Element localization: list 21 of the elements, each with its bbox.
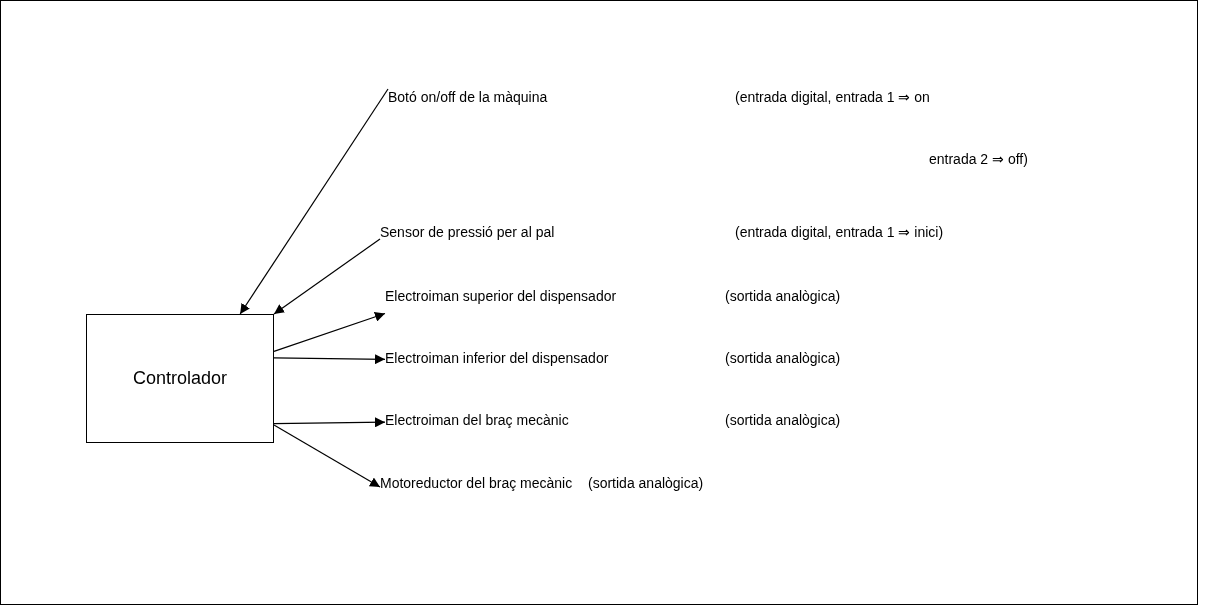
arrow	[273, 417, 386, 428]
signal-description: (sortida analògica)	[588, 475, 704, 492]
component-label: Motoreductor del braç mecànic	[380, 475, 573, 492]
signal-description: (sortida analògica)	[725, 288, 841, 305]
signal-description: (entrada digital, entrada 1 ⇒ inici)	[735, 224, 944, 241]
component-label: Sensor de pressió per al pal	[380, 224, 555, 241]
component-label: Electroiman inferior del dispensador	[385, 350, 609, 367]
arrow	[273, 312, 386, 352]
arrow	[239, 88, 389, 315]
signal-description: (entrada digital, entrada 1 ⇒ on	[735, 89, 930, 106]
controller-box	[86, 314, 274, 443]
arrow	[273, 238, 381, 315]
arrow	[273, 424, 381, 488]
signal-description: (sortida analògica)	[725, 350, 841, 367]
component-label: Electroiman superior del dispensador	[385, 288, 617, 305]
component-label: Botó on/off de la màquina	[388, 89, 548, 106]
component-label: Electroiman del braç mecànic	[385, 412, 569, 429]
box-label: Controlador	[132, 368, 228, 389]
signal-description: (sortida analògica)	[725, 412, 841, 429]
arrow	[273, 354, 386, 365]
signal-description: entrada 2 ⇒ off)	[929, 151, 1028, 168]
